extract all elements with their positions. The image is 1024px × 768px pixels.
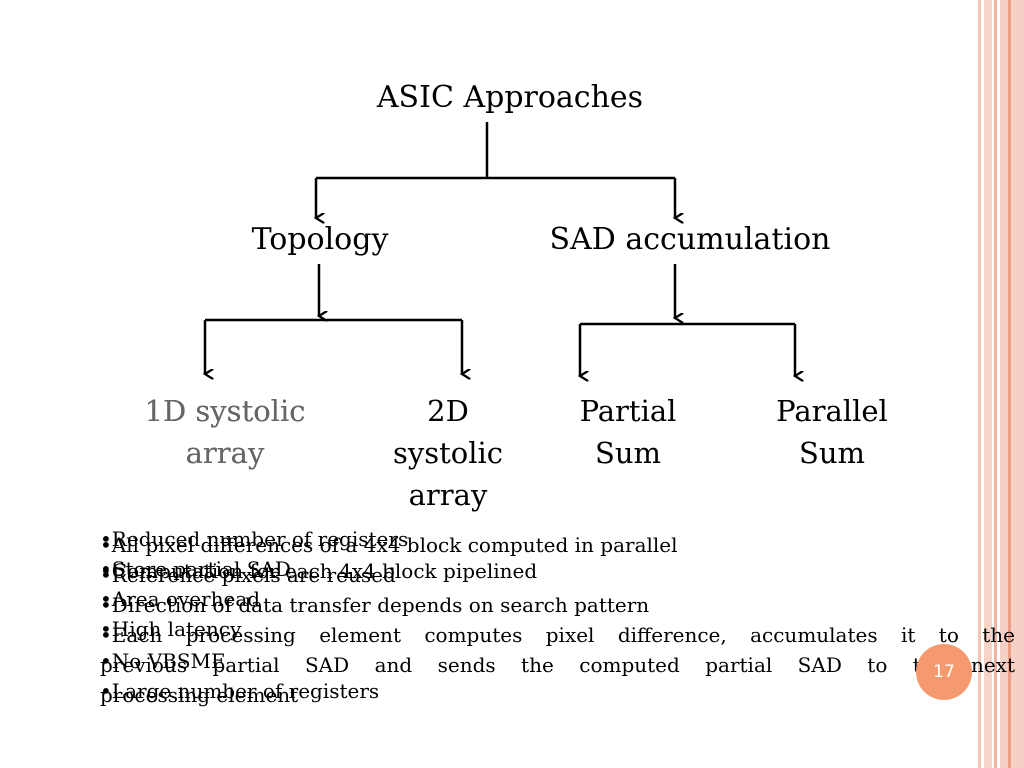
bullet-list-topology-lower: •No VBSME •Large number of registers — [100, 646, 379, 706]
bullet-item: •All pixel differences of a 4x4 block co… — [100, 533, 678, 557]
leaf-line: Partial — [579, 394, 677, 428]
leaf-line: Sum — [594, 436, 662, 470]
bullet-item: •Store partial SAD — [100, 557, 291, 581]
bullet-item: •Reference pixels are reused — [100, 563, 396, 587]
leaf-line: Parallel — [776, 394, 888, 428]
bullet-item: •Computation for each 4x4 block pipeline… — [100, 559, 538, 583]
bullet-item: •No VBSME — [100, 649, 226, 673]
leaf-line: array — [185, 436, 265, 470]
root-node: ASIC Approaches — [376, 80, 644, 115]
leaf-line: Sum — [798, 436, 866, 470]
bullet-item: •Direction of data transfer depends on s… — [100, 593, 650, 617]
leaf-line: 2D — [427, 394, 469, 428]
decor-stripe — [1000, 0, 1024, 768]
bullet-item: processing element — [100, 683, 299, 707]
leaf-line: 1D systolic — [144, 394, 306, 428]
bullet-item: previous partial SAD and sends the compu… — [100, 653, 1015, 677]
bullet-item: •Reduced number of registers — [100, 527, 409, 551]
leaf-parallel-sum: Parallel Sum — [752, 390, 912, 474]
bullet-item: •Area overhead — [100, 587, 261, 611]
bullet-item: •Each processing element computes pixel … — [100, 623, 1015, 647]
leaf-partial-sum: Partial Sum — [548, 390, 708, 474]
leaf-1d-systolic-array: 1D systolic array — [120, 390, 330, 474]
bullet-list-sad: •All pixel differences of a 4x4 block co… — [100, 530, 1015, 710]
bullet-item: •High latency — [100, 617, 242, 641]
decor-stripe — [994, 0, 997, 768]
leaf-line: systolic — [392, 436, 504, 470]
decor-stripe — [984, 0, 992, 768]
page-number-badge: 17 — [916, 644, 972, 700]
bullet-list-sad-extra: •Computation for each 4x4 block pipeline… — [100, 556, 537, 586]
branch-sad-accumulation: SAD accumulation — [549, 222, 831, 257]
decor-stripe — [1008, 0, 1011, 768]
leaf-2d-systolic-array: 2D systolic array — [368, 390, 528, 516]
bullet-item: •Large number of registers — [100, 679, 380, 703]
bullet-list-topology: •Reduced number of registers •Store part… — [100, 524, 408, 644]
decor-stripe — [978, 0, 981, 768]
leaf-line: array — [408, 478, 488, 512]
branch-topology: Topology — [251, 222, 389, 257]
